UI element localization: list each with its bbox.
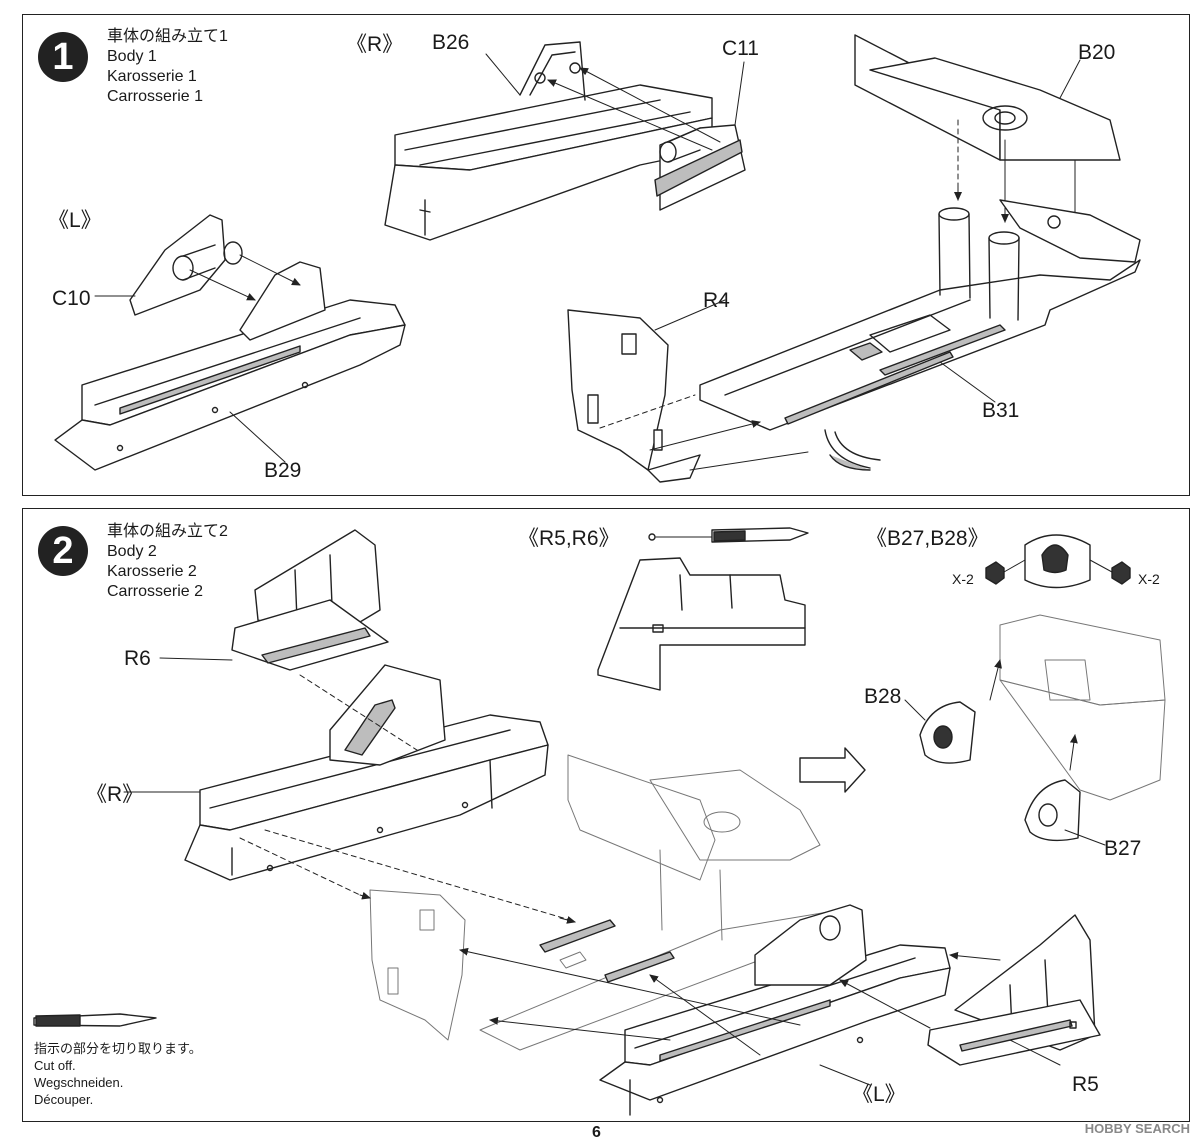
part-b28 (919, 701, 976, 764)
part-front-wall-2 (369, 889, 466, 1041)
part-r4-front-wall (567, 309, 701, 483)
label-left-side: 《L》 (48, 209, 102, 232)
label-b20: B20 (1078, 41, 1116, 64)
part-b27 (1024, 779, 1081, 842)
label-right-side: 《R》 (346, 33, 404, 56)
cut-off-note-fr: Découper. (34, 1092, 94, 1107)
label-b27: B27 (1104, 837, 1142, 860)
step-2-title-en: Body 2 (107, 543, 157, 560)
cut-off-note-ja: 指示の部分を切り取ります。 (34, 1041, 202, 1056)
label-x2-left: X-2 (952, 571, 974, 587)
label-c10: C10 (52, 287, 91, 310)
step-1-title: 車体の組み立て1 Body 1 Karosserie 1 Carrosserie… (107, 27, 228, 107)
page-number: 6 (592, 1124, 601, 1141)
part-r6-rear-wall (231, 529, 389, 671)
part-b31-floor-pan (699, 259, 1141, 431)
label-r5: R5 (1072, 1073, 1099, 1096)
part-c10 (129, 214, 243, 316)
floor-pan-ghost (479, 754, 846, 1051)
part-b29-left-rail (54, 299, 406, 471)
step-1-title-fr: Carrosserie 1 (107, 88, 204, 105)
label-r4: R4 (703, 289, 730, 312)
step-2-title-de: Karosserie 2 (107, 563, 197, 580)
cut-off-note-en: Cut off. (34, 1058, 76, 1073)
step-2-title: 車体の組み立て2 Body 2 Karosserie 2 Carrosserie… (107, 522, 228, 602)
step-1-number: 1 (38, 32, 88, 82)
cutter-knife-icon (33, 1013, 157, 1027)
label-c11: C11 (722, 37, 759, 60)
label-r6: R6 (124, 647, 151, 670)
part-right-rail-2 (184, 714, 549, 881)
cut-off-note: 指示の部分を切り取ります。 Cut off. Wegschneiden. Déc… (34, 1040, 202, 1108)
watermark-logo: HOBBY SEARCH (1084, 1121, 1190, 1136)
label-b27-b28: 《B27,B28》 (866, 527, 989, 550)
detail-r5-r6-cut (597, 527, 809, 691)
part-c11 (654, 124, 746, 211)
part-b20-seat-box (854, 34, 1121, 161)
step-1-title-ja: 車体の組み立て1 (107, 28, 228, 45)
detail-b27-b28 (985, 534, 1131, 589)
label-r5-r6: 《R5,R6》 (518, 527, 620, 550)
label-x2-right: X-2 (1138, 571, 1160, 587)
label-b31: B31 (982, 399, 1020, 422)
step-1-title-en: Body 1 (107, 48, 157, 65)
step-2-number: 2 (38, 526, 88, 576)
part-r5 (927, 914, 1101, 1066)
part-b20-posts (938, 207, 1020, 321)
cut-off-note-de: Wegschneiden. (34, 1075, 124, 1090)
step-1-title-de: Karosserie 1 (107, 68, 197, 85)
label-b26: B26 (432, 31, 470, 54)
step-2-title-fr: Carrosserie 2 (107, 583, 204, 600)
label-right-side-2: 《R》 (86, 783, 144, 806)
label-b29: B29 (264, 459, 302, 482)
detail-rear-assembly-ghost (999, 614, 1166, 801)
label-b28: B28 (864, 685, 902, 708)
step-2-title-ja: 車体の組み立て2 (107, 523, 228, 540)
part-b26-right-rail (384, 41, 713, 241)
label-left-side-2: 《L》 (852, 1083, 906, 1106)
